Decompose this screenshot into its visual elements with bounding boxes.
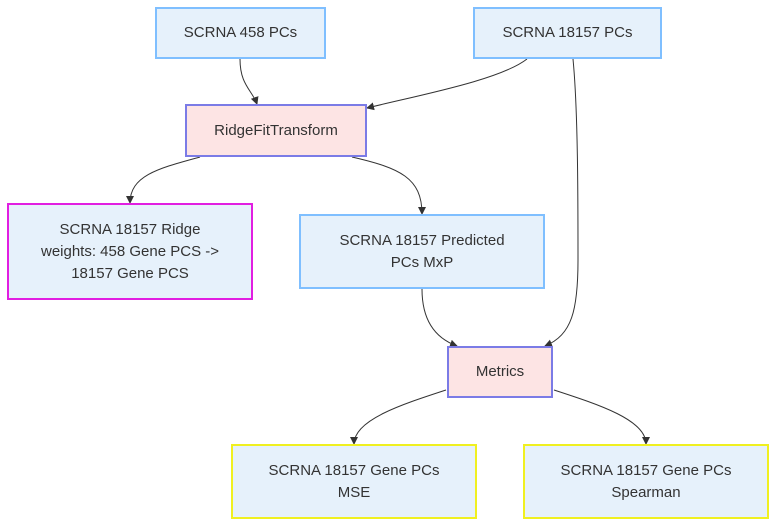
node-label: SCRNA 18157 Predicted PCs MxP [339,231,505,271]
node-scrna-18157-pcs: SCRNA 18157 PCs [473,7,662,59]
node-spearman: SCRNA 18157 Gene PCs Spearman [523,444,769,519]
node-scrna-458-pcs: SCRNA 458 PCs [155,7,326,59]
node-label: RidgeFitTransform [214,121,338,139]
node-mse: SCRNA 18157 Gene PCs MSE [231,444,477,519]
node-ridge-weights: SCRNA 18157 Ridge weights: 458 Gene PCS … [7,203,253,300]
edge-ridgefit-to-weights [126,156,201,204]
edge-predicted-to-metrics [421,288,458,348]
node-label: SCRNA 18157 Gene PCs MSE [268,461,440,501]
edge-458-to-ridgefit [239,58,259,105]
node-metrics: Metrics [447,346,553,398]
edge-metrics-to-mse [350,389,447,445]
node-label: SCRNA 458 PCs [183,24,298,41]
edge-18157-to-ridgefit [366,58,528,111]
node-label: Metrics [475,363,525,380]
edge-18157-to-metrics [544,58,579,348]
edge-ridgefit-to-predicted [351,156,426,215]
edge-metrics-to-spearman [553,389,650,445]
node-label: SCRNA 18157 Gene PCs Spearman [560,461,732,501]
node-ridge-fit-transform: RidgeFitTransform [185,104,367,157]
node-label: SCRNA 18157 Ridge weights: 458 Gene PCS … [40,220,219,282]
node-label: SCRNA 18157 PCs [502,24,633,41]
node-predicted-pcs: SCRNA 18157 Predicted PCs MxP [299,214,545,289]
